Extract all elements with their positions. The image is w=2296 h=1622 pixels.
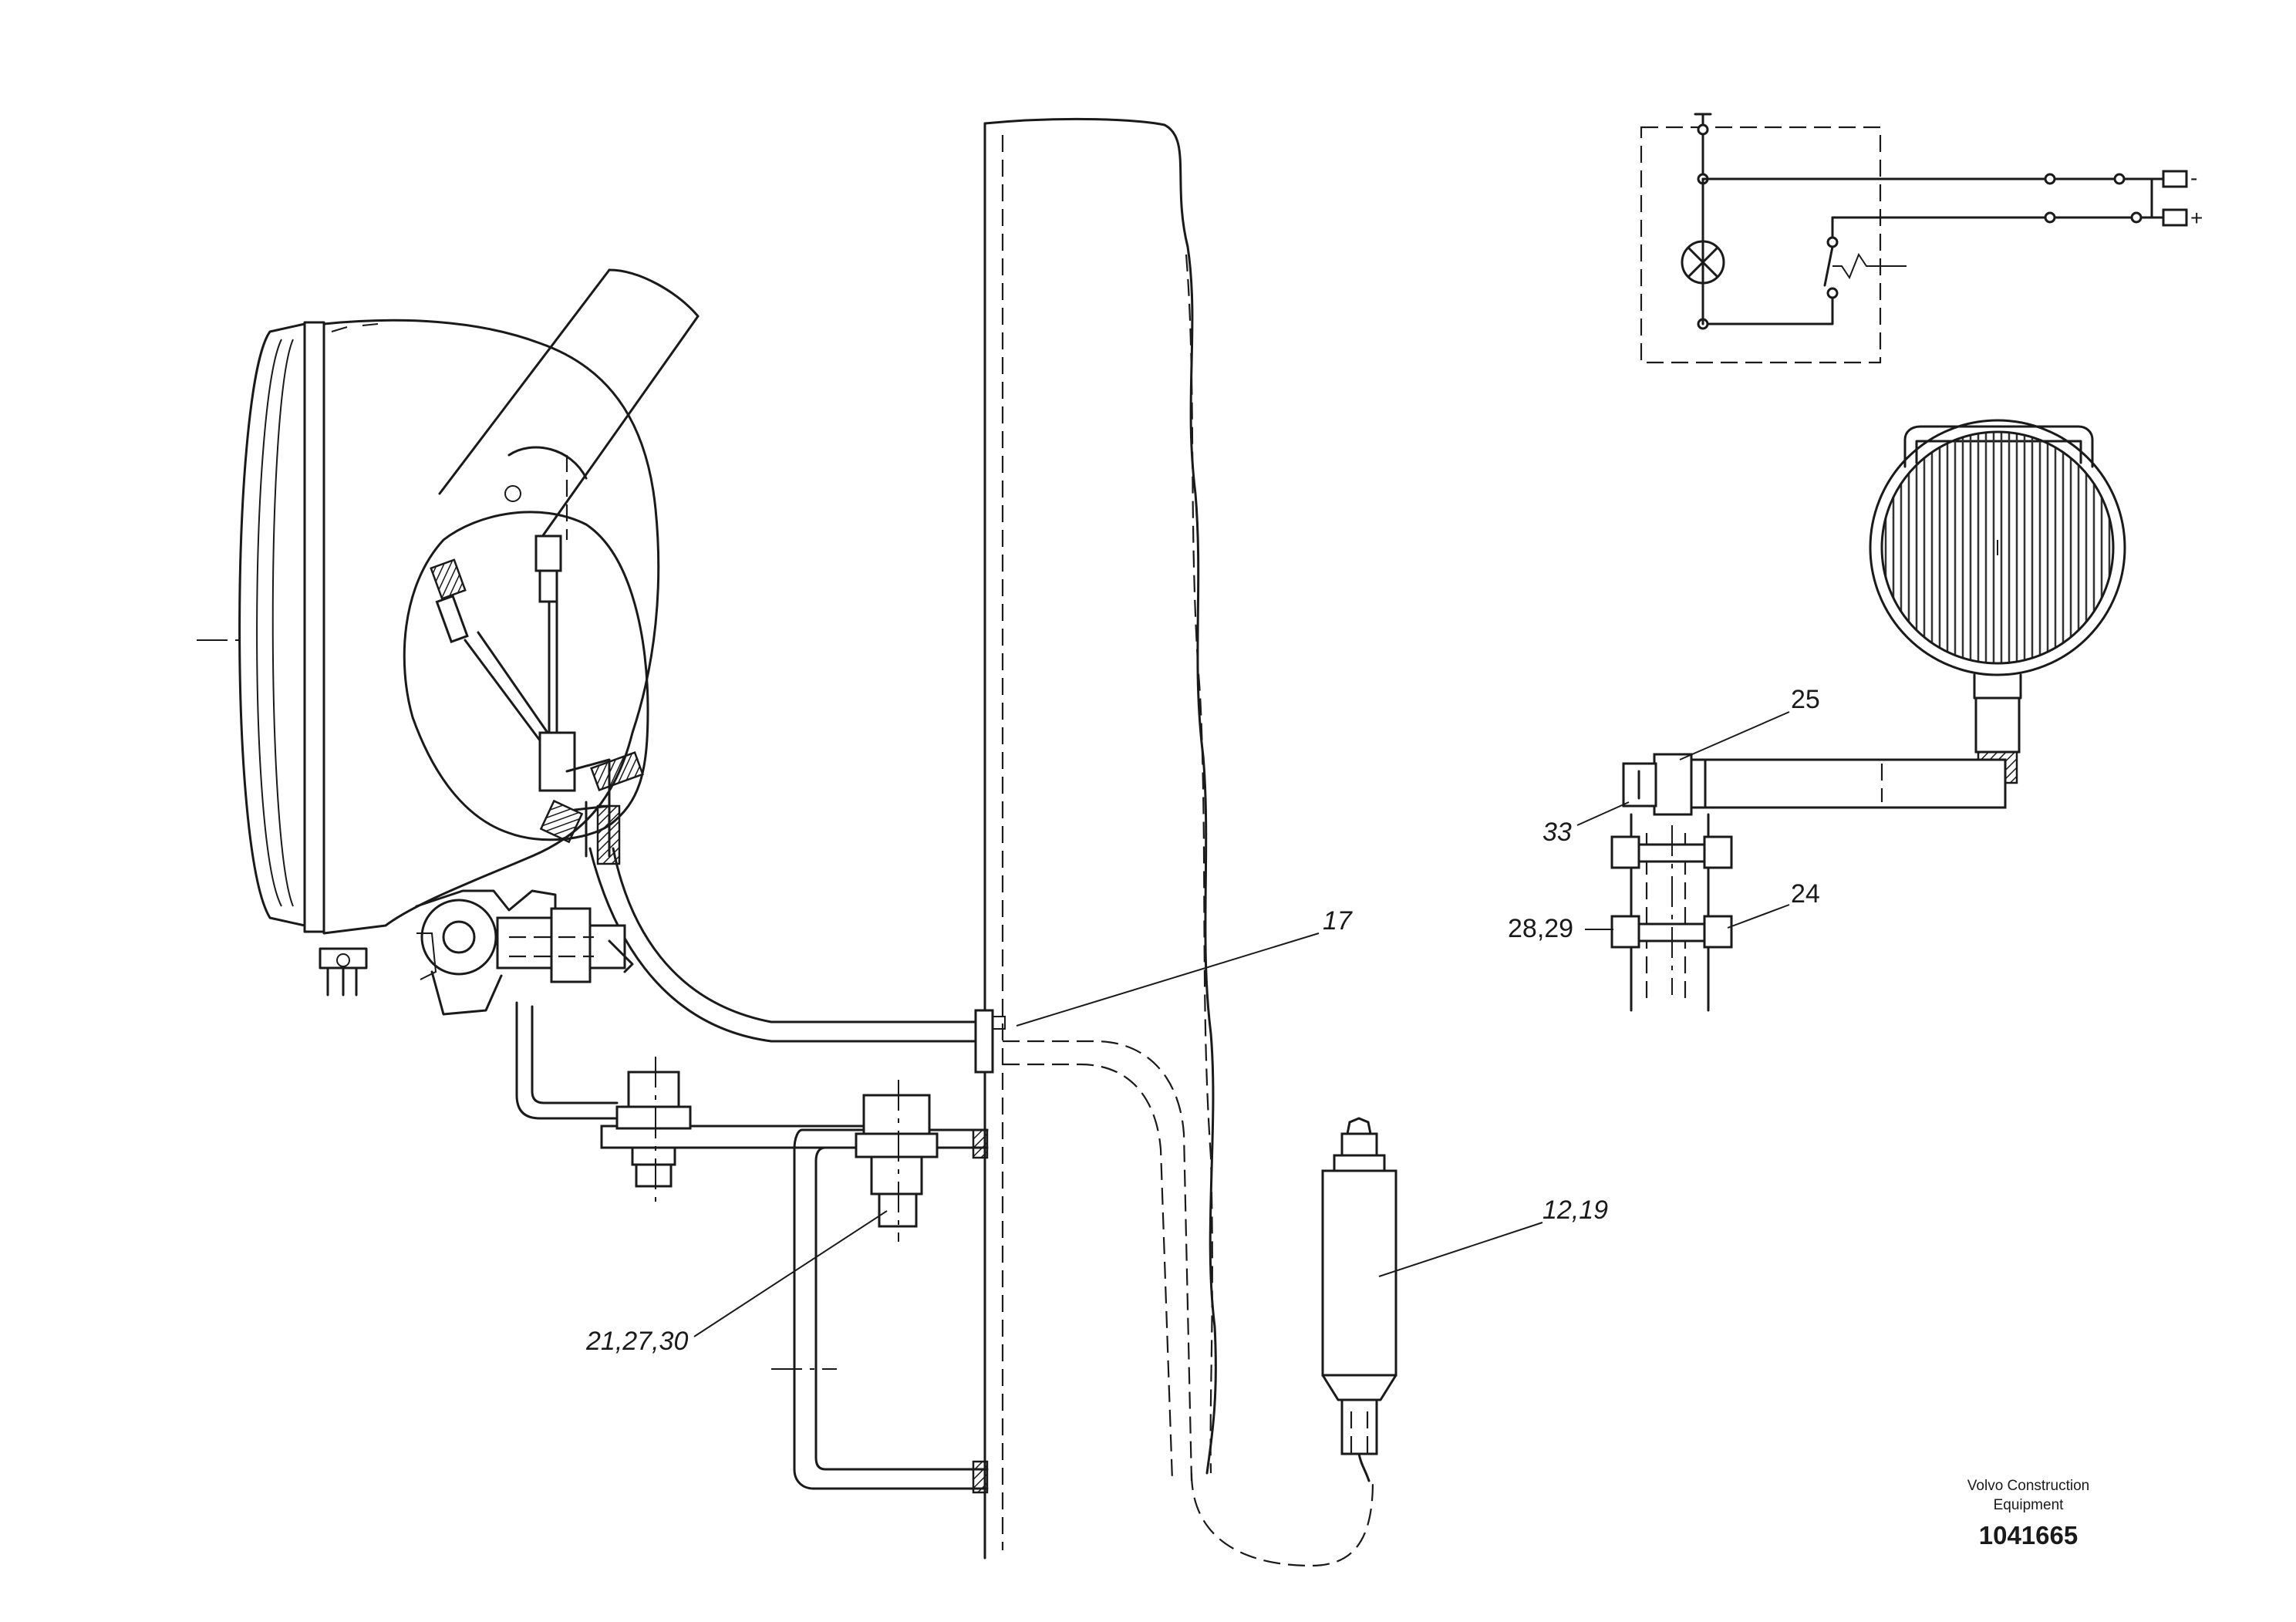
- detail-lamp: [1869, 419, 2126, 784]
- callouts: 17 12,19 21,27,30 25 33 28,29 24: [585, 685, 1820, 1356]
- callout-25: 25: [1791, 685, 1820, 714]
- cutaway-window: [403, 511, 649, 841]
- brand-line-1: Volvo Construction: [1967, 1478, 2089, 1494]
- lamp-arm: [515, 1001, 919, 1203]
- callout-21-27-30: 21,27,30: [585, 1327, 688, 1356]
- callout-12-19: 12,19: [1542, 1195, 1608, 1225]
- cable-duct: [438, 268, 700, 541]
- pivot-bracket: [415, 889, 634, 1016]
- wire-connectors: [430, 534, 644, 865]
- minus-terminal-label: -: [2190, 166, 2197, 190]
- wiring-schematic: - +: [1640, 113, 2203, 364]
- callout-28-29: 28,29: [1508, 914, 1573, 943]
- callout-24: 24: [1791, 879, 1820, 909]
- brand-line-2: Equipment: [1994, 1497, 2065, 1513]
- u-bolt-clamp: [771, 1080, 989, 1494]
- title-block: Volvo Construction Equipment 1041665: [1967, 1478, 2089, 1549]
- plus-terminal-label: +: [2190, 206, 2203, 230]
- document-number: 1041665: [1979, 1521, 2078, 1549]
- cable-routing: [588, 847, 1374, 1567]
- switch: [1321, 1117, 1397, 1482]
- headlamp: [197, 319, 660, 996]
- callout-17: 17: [1323, 906, 1353, 936]
- callout-33: 33: [1542, 818, 1572, 847]
- frame-beam: [983, 117, 1217, 1560]
- detail-mounting-arm: [1610, 753, 2007, 1012]
